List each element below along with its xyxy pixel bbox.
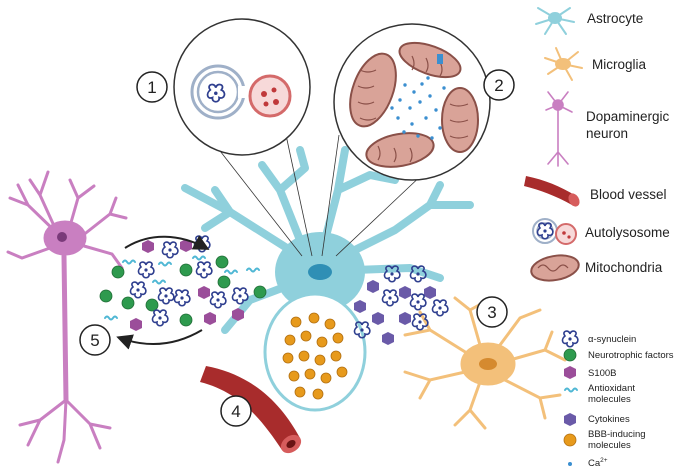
legend-alpha-synuclein-label: α-synuclein <box>588 334 636 345</box>
svg-text:2: 2 <box>494 76 503 95</box>
s100b-legend-icon <box>564 366 576 379</box>
arrow-to-neuron <box>116 329 203 350</box>
legend-s100b-label: S100B <box>588 368 617 379</box>
dopaminergic-legend-icon <box>545 91 573 167</box>
cell-legend: Astrocyte Microglia Dopaminergic neuron … <box>524 7 670 282</box>
astrocyte-legend-icon <box>535 7 575 35</box>
mitochondria-legend-icon <box>530 254 580 282</box>
number-label-1: 1 <box>136 71 168 103</box>
legend-blood-vessel-label: Blood vessel <box>590 187 667 202</box>
svg-text:1: 1 <box>147 78 156 97</box>
svg-text:4: 4 <box>231 402 240 421</box>
legend-calcium-label: Ca2+ <box>588 457 608 469</box>
svg-text:3: 3 <box>487 303 496 322</box>
number-label-2: 2 <box>483 69 515 101</box>
legend-microglia-label: Microglia <box>592 57 647 72</box>
neurotrophic-legend-icon <box>563 348 577 362</box>
number-label-5: 5 <box>79 324 111 356</box>
blood-vessel-legend-icon <box>524 176 580 207</box>
arrow-to-astrocyte <box>124 235 210 250</box>
zoom-circle-mitochondria <box>333 23 491 181</box>
cytokines-legend-icon <box>564 413 576 426</box>
number-label-3: 3 <box>476 296 508 328</box>
zoom-circle-autolysosome <box>173 18 311 156</box>
legend-astrocyte-label: Astrocyte <box>587 11 643 26</box>
legend-antioxidant-label-line1: Antioxidant <box>588 383 635 394</box>
legend-neurotrophic-label: Neurotrophic factors <box>588 350 674 361</box>
bbb-legend-icon <box>563 433 577 447</box>
legend-mitochondria-label: Mitochondria <box>585 260 663 275</box>
astrocyte-cell <box>181 146 474 334</box>
number-label-4: 4 <box>220 395 252 427</box>
bbb-vesicle-region <box>263 292 367 412</box>
molecule-cluster-left <box>99 235 267 331</box>
calcium-legend-icon <box>568 462 572 466</box>
legend-antioxidant-label-line2: molecules <box>588 394 631 405</box>
legend-autolysosome-label: Autolysosome <box>585 225 670 240</box>
antioxidant-legend-icon <box>564 387 578 393</box>
alpha-synuclein-legend-icon <box>561 330 579 348</box>
molecule-cluster-right <box>353 265 449 345</box>
dopaminergic-neuron <box>6 170 128 464</box>
molecule-legend: α-synuclein Neurotrophic factors S100B A… <box>561 330 674 469</box>
legend-dopaminergic-label-line1: Dopaminergic <box>586 109 670 124</box>
legend-dopaminergic-label-line2: neuron <box>586 126 628 141</box>
legend-bbb-label-line1: BBB-inducing <box>588 429 646 440</box>
microglia-legend-icon <box>544 47 583 81</box>
legend-bbb-label-line2: molecules <box>588 440 631 451</box>
autolysosome-legend-icon <box>532 218 577 245</box>
svg-text:5: 5 <box>90 331 99 350</box>
legend-cytokines-label: Cytokines <box>588 414 630 425</box>
